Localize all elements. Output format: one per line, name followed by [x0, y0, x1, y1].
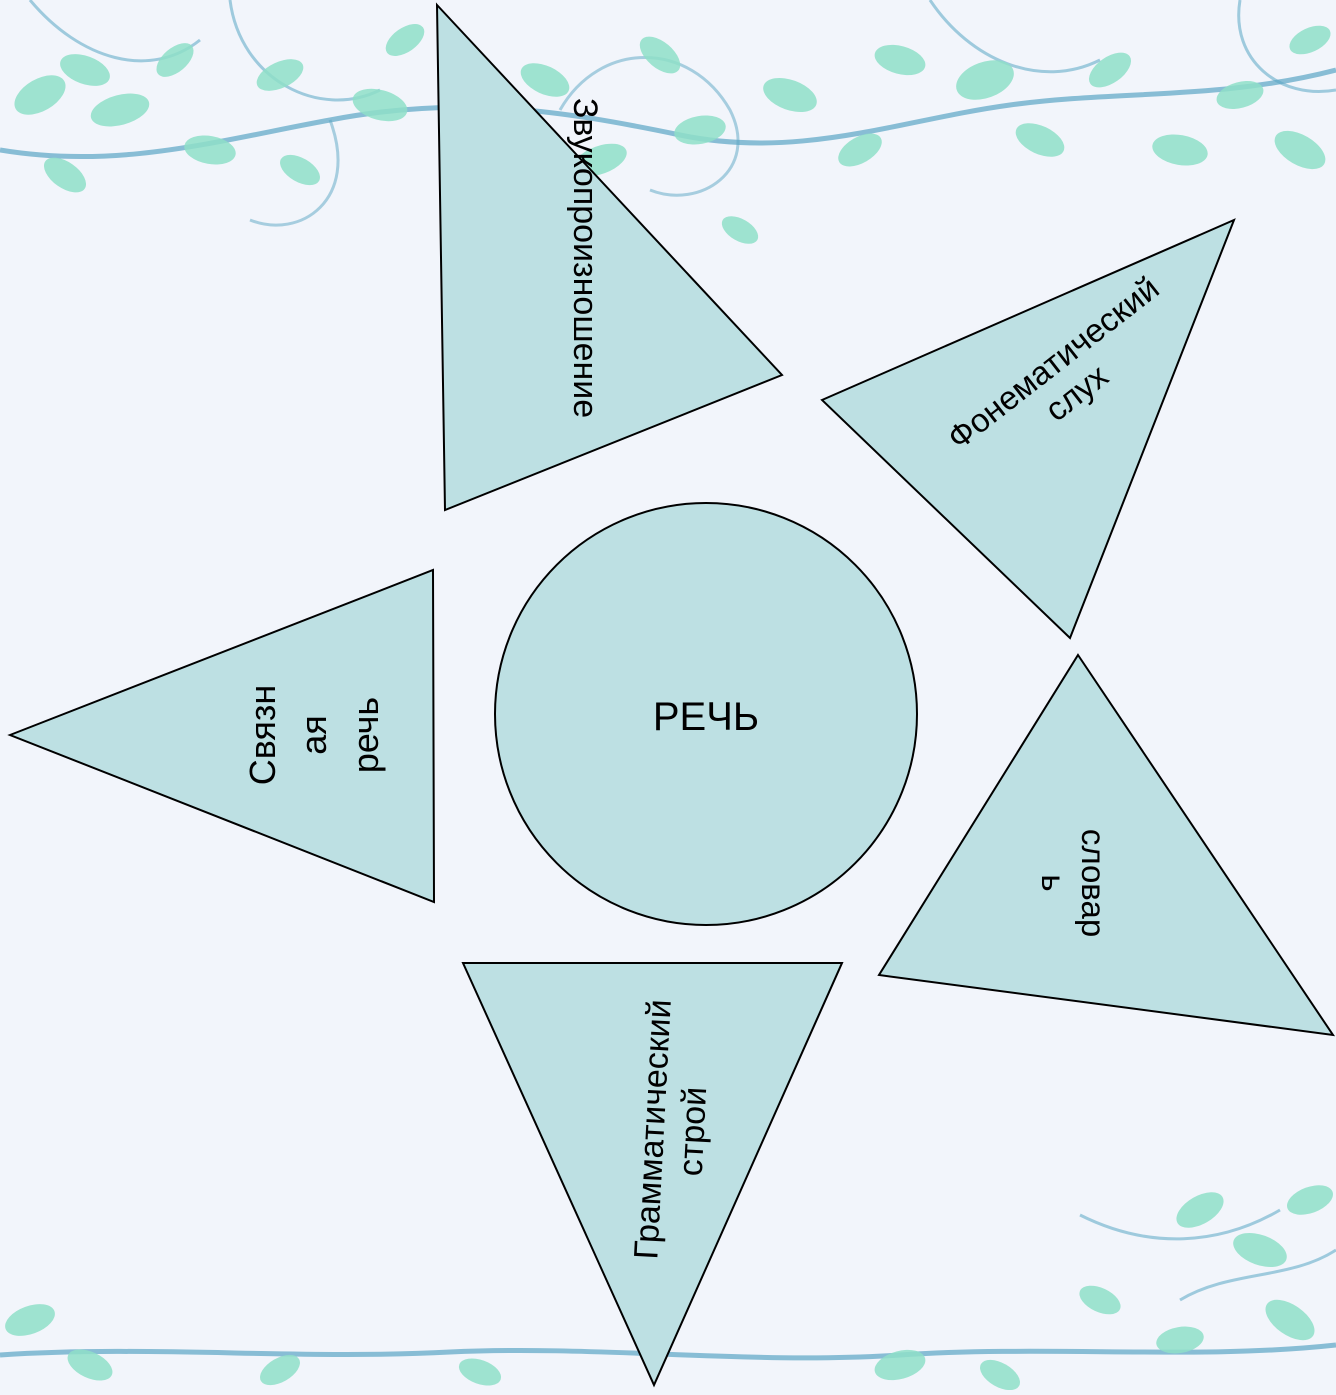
phonemic-triangle: [822, 220, 1234, 638]
coherent-speech-label-line3: речь: [345, 697, 386, 773]
sound-triangle: [437, 5, 782, 510]
vocabulary-label-line1: словар: [1075, 829, 1112, 937]
vine-decoration-top: [0, 0, 1336, 225]
vocabulary-label-line2: ь: [1035, 874, 1072, 891]
center-label: РЕЧЬ: [653, 695, 759, 739]
coherent-speech-label-line1: Связн: [242, 685, 283, 786]
grammar-label-line2: строй: [672, 1086, 715, 1177]
coherent-speech-label-line2: ая: [293, 715, 334, 755]
sound-label: Звукопроизношение: [566, 98, 604, 418]
